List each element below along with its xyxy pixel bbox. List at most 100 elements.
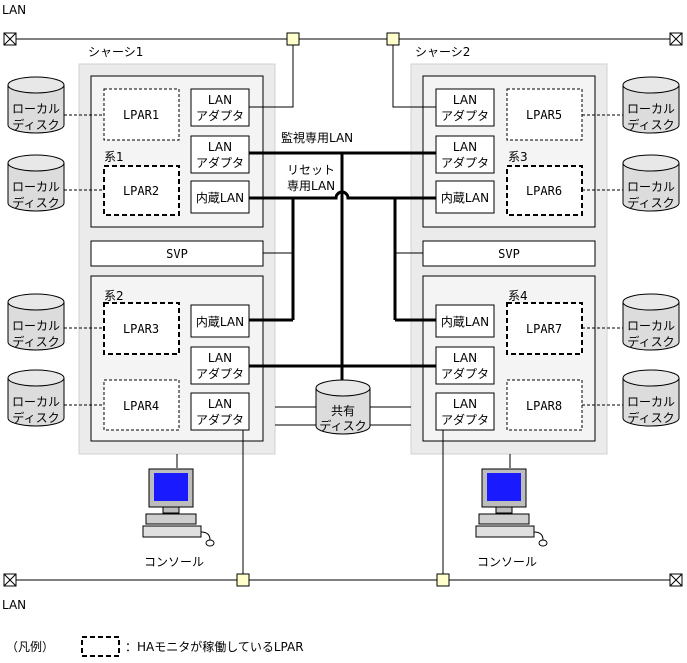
adapter-c2-monitor bbox=[435, 135, 495, 174]
adapter-c2-monitor-line2: アダプタ bbox=[441, 155, 489, 170]
adapter-c1-bottom-line1: LAN bbox=[208, 397, 232, 411]
naizo-lan-c2-top-label: 内蔵LAN bbox=[441, 191, 489, 205]
lan-bottom-label: LAN bbox=[2, 598, 26, 612]
reset-lan bbox=[249, 190, 436, 322]
lpar8-box bbox=[506, 379, 583, 431]
local-disk-6-line2: ディスク bbox=[627, 195, 674, 210]
adapter-c2-bottom bbox=[435, 392, 495, 431]
lan-bottom-right-terminator bbox=[669, 573, 683, 587]
console-right-label: コンソール bbox=[477, 555, 537, 569]
naizo-lan-c1-bottom-label: 内蔵LAN bbox=[196, 315, 244, 329]
local-disk-3-line1: ローカル bbox=[12, 319, 60, 333]
legend-label: （凡例） bbox=[6, 640, 54, 654]
local-disk-7-line2: ディスク bbox=[627, 334, 674, 349]
legend-box bbox=[81, 636, 120, 657]
local-disk-8-line1: ローカル bbox=[627, 395, 675, 409]
naizo-lan-c1-bottom bbox=[190, 304, 250, 338]
svp-left-label: SVP bbox=[166, 247, 188, 261]
local-disk-1-line1: ローカル bbox=[12, 102, 60, 116]
lan-top-connector-right bbox=[386, 32, 400, 46]
naizo-lan-c1-top bbox=[190, 180, 250, 214]
lpar6-box bbox=[506, 165, 583, 216]
lan-bottom-left-terminator bbox=[3, 573, 17, 587]
lan-top-right-terminator bbox=[669, 32, 683, 46]
lpar6-label: LPAR6 bbox=[526, 184, 562, 198]
local-disk-6: ローカル ディスク bbox=[622, 154, 680, 212]
adapter-c2-monitor2-line1: LAN bbox=[453, 351, 477, 365]
shared-disk-line1: 共有 bbox=[331, 404, 355, 418]
lpar4-label: LPAR4 bbox=[123, 399, 159, 413]
lan-top-label: LAN bbox=[2, 3, 26, 17]
adapter-c1-top-line2: アダプタ bbox=[196, 108, 244, 123]
monitor-lan-label: 監視専用LAN bbox=[281, 130, 353, 145]
adapter-c1-monitor-line1: LAN bbox=[208, 140, 232, 154]
link-top-lan-c1 bbox=[249, 45, 294, 108]
adapter-c1-bottom bbox=[190, 392, 250, 431]
local-disk-3-line2: ディスク bbox=[12, 334, 59, 349]
lpar7-label: LPAR7 bbox=[526, 322, 562, 336]
local-disk-3: ローカル ディスク bbox=[7, 293, 65, 351]
chassis2-label: シャーシ2 bbox=[415, 45, 470, 59]
lpar1-box bbox=[103, 88, 180, 141]
local-disk-7-line1: ローカル bbox=[627, 319, 675, 333]
link-top-lan-c2 bbox=[392, 45, 436, 108]
svp-left bbox=[90, 240, 264, 267]
adapter-c1-top bbox=[190, 88, 250, 127]
lpar8-label: LPAR8 bbox=[526, 399, 562, 413]
local-disk-7: ローカル ディスク bbox=[622, 293, 680, 351]
local-disk-1-line2: ディスク bbox=[12, 117, 59, 132]
svp-right bbox=[422, 240, 596, 267]
monitor-lan bbox=[249, 151, 436, 382]
adapter-c2-monitor2-line2: アダプタ bbox=[441, 366, 489, 381]
local-disk-4-line2: ディスク bbox=[12, 410, 59, 425]
lpar5-box bbox=[506, 88, 583, 141]
adapter-c2-top-line1: LAN bbox=[453, 93, 477, 107]
local-disk-2-line1: ローカル bbox=[12, 180, 60, 194]
console-right-icon bbox=[475, 468, 548, 547]
adapter-c1-top-line1: LAN bbox=[208, 93, 232, 107]
reset-lan-label-line1: リセット bbox=[287, 163, 335, 177]
local-disk-5-line1: ローカル bbox=[627, 102, 675, 116]
kei2-label: 系2 bbox=[104, 289, 124, 303]
lan-bottom-connector-right bbox=[436, 573, 450, 587]
kei4-label: 系4 bbox=[508, 289, 528, 303]
local-disk-6-line1: ローカル bbox=[627, 180, 675, 194]
adapter-c1-monitor2-line2: アダプタ bbox=[196, 366, 244, 381]
local-disk-1: ローカル ディスク bbox=[7, 76, 65, 134]
adapter-c1-bottom-line2: アダプタ bbox=[196, 412, 244, 427]
svp-right-label: SVP bbox=[498, 247, 520, 261]
adapter-c2-bottom-line1: LAN bbox=[453, 397, 477, 411]
naizo-lan-c1-top-label: 内蔵LAN bbox=[196, 191, 244, 205]
adapter-c2-monitor-line1: LAN bbox=[453, 140, 477, 154]
shared-disk-line2: ディスク bbox=[319, 418, 366, 433]
console-left-icon bbox=[142, 468, 215, 547]
local-disk-2-line2: ディスク bbox=[12, 195, 59, 210]
lan-top-connector-left bbox=[286, 32, 300, 46]
adapter-c1-monitor bbox=[190, 135, 250, 174]
lpar7-box bbox=[506, 302, 583, 355]
lpar2-box bbox=[103, 165, 180, 216]
console-left-label: コンソール bbox=[144, 555, 204, 569]
shared-disk-links bbox=[275, 406, 411, 426]
adapter-c2-monitor2 bbox=[435, 346, 495, 385]
kei3-label: 系3 bbox=[508, 150, 528, 164]
lpar3-box bbox=[103, 302, 180, 355]
local-disk-5-line2: ディスク bbox=[627, 117, 674, 132]
local-disk-8: ローカル ディスク bbox=[622, 369, 680, 427]
legend-text: ：HAモニタが稼働しているLPAR bbox=[125, 639, 304, 654]
lpar2-label: LPAR2 bbox=[123, 184, 159, 198]
lan-bottom-connector-left bbox=[236, 573, 250, 587]
adapter-c2-bottom-line2: アダプタ bbox=[441, 412, 489, 427]
lpar4-box bbox=[103, 379, 180, 431]
local-disk-2: ローカル ディスク bbox=[7, 154, 65, 212]
lpar5-label: LPAR5 bbox=[526, 108, 562, 122]
adapter-c1-monitor-line2: アダプタ bbox=[196, 155, 244, 170]
adapter-c2-top bbox=[435, 88, 495, 127]
naizo-lan-c2-bottom bbox=[435, 304, 495, 338]
lan-top-left-terminator bbox=[3, 32, 17, 46]
adapter-c1-monitor2-line1: LAN bbox=[208, 351, 232, 365]
local-disk-8-line2: ディスク bbox=[627, 410, 674, 425]
lpar3-label: LPAR3 bbox=[123, 322, 159, 336]
naizo-lan-c2-top bbox=[435, 180, 495, 214]
